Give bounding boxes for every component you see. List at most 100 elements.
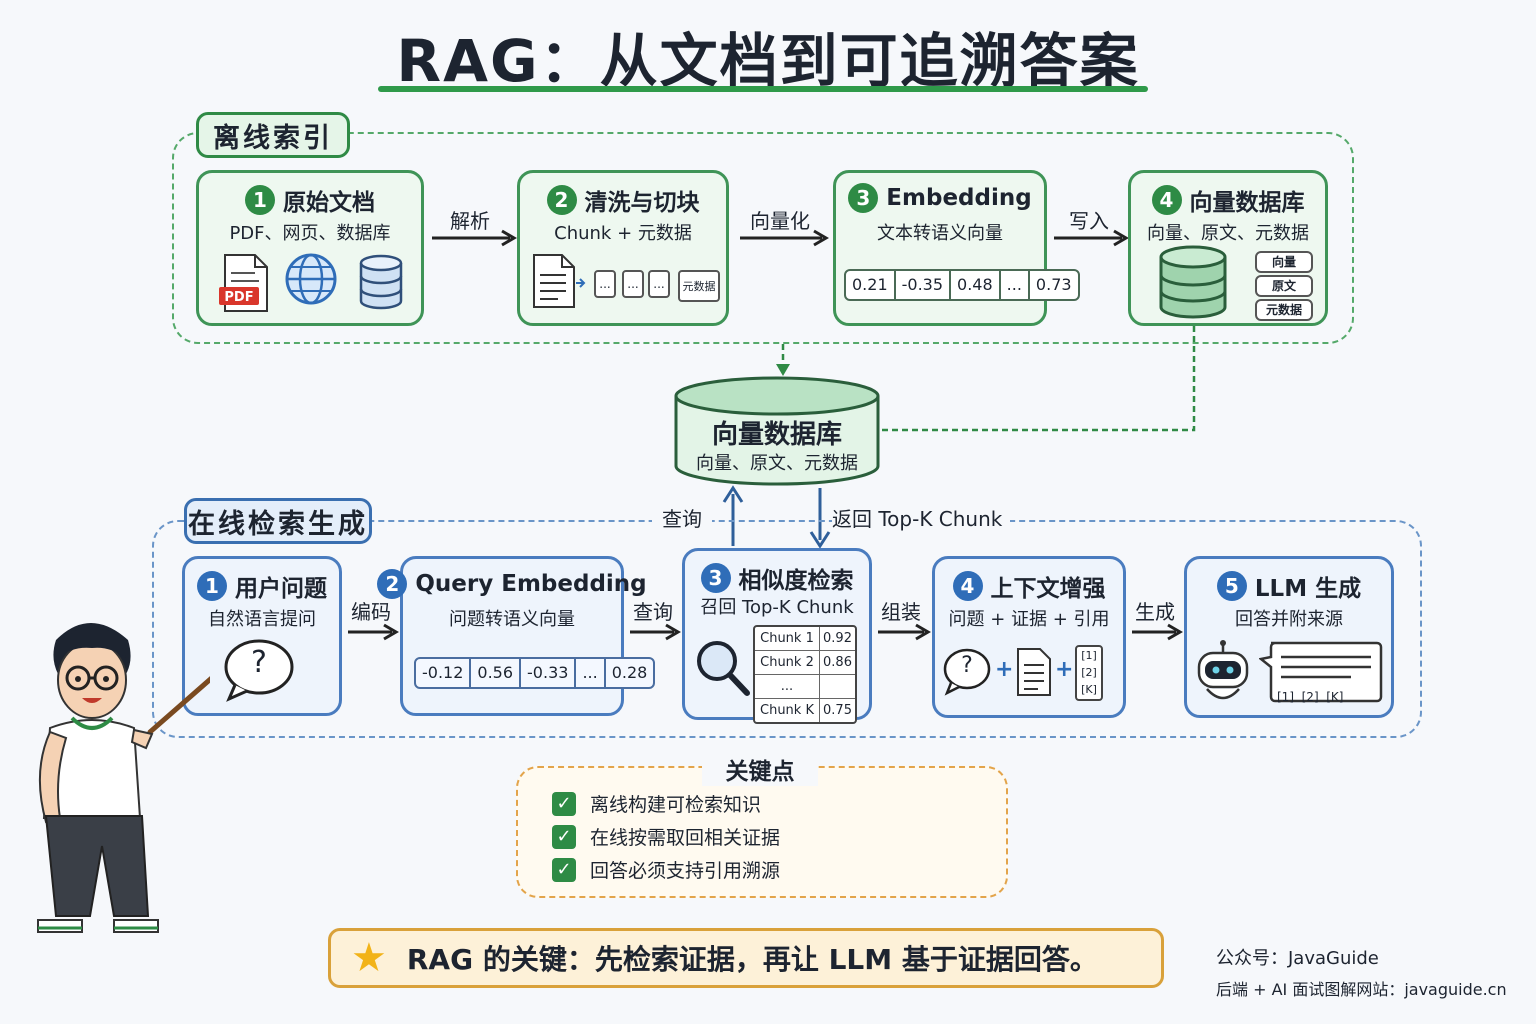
question-mark: ?: [251, 645, 267, 680]
db-tag: 元数据: [1255, 299, 1313, 321]
db-tag: 向量: [1255, 251, 1313, 273]
card-subtitle: 问题 + 证据 + 引用: [948, 609, 1110, 630]
plus-sign: +: [1055, 657, 1074, 682]
card-subtitle: 自然语言提问: [208, 609, 316, 630]
card-title: Embedding: [886, 185, 1032, 211]
title-underline: [378, 86, 1148, 92]
card-title: 用户问题: [235, 576, 327, 602]
card-subtitle: 召回 Top-K Chunk: [700, 597, 854, 618]
arrow-label-parse: 解析: [450, 209, 490, 233]
query-vector: -0.12 0.56 -0.33 ... 0.28: [414, 657, 656, 689]
card-subtitle: PDF、网页、数据库: [229, 223, 391, 244]
arrow-right-icon: [1132, 623, 1183, 641]
arrow-right-icon: [740, 229, 829, 247]
offline-card-raw-docs: 1 原始文档 PDF、网页、数据库 PDF: [196, 170, 424, 326]
speech-bubble-icon: [943, 648, 991, 696]
database-icon: [1159, 245, 1227, 319]
card-title: LLM 生成: [1254, 576, 1362, 602]
arrow-right-icon: [630, 623, 681, 641]
chunk-cell: ...: [648, 270, 670, 298]
arrow-right-icon: [1054, 229, 1129, 247]
arrow-right-icon: [348, 623, 399, 641]
document-icon: [533, 254, 586, 308]
card-title: 上下文增强: [990, 576, 1106, 602]
pdf-label: PDF: [224, 290, 253, 305]
card-subtitle: 回答并附来源: [1235, 609, 1343, 630]
arrow-right-icon: [878, 623, 931, 641]
magnifier-icon: [697, 641, 750, 696]
card-title: Query Embedding: [415, 571, 647, 597]
teacher-character-icon: [37, 623, 210, 933]
step-number: 4: [952, 571, 983, 601]
vector-db-cylinder-icon: [674, 376, 880, 486]
card-title: 原始文档: [283, 190, 375, 216]
vector-value: ...: [576, 659, 606, 687]
step-number: 1: [245, 185, 275, 215]
list-item: ✓在线按需取回相关证据: [552, 823, 780, 850]
arrow-label-assemble: 组装: [881, 600, 921, 624]
arrow-label-write: 写入: [1069, 209, 1109, 233]
pdf-icon: PDF: [219, 254, 268, 312]
online-card-user-question: 1 用户问题 自然语言提问 ?: [182, 556, 342, 716]
card-subtitle: 问题转语义向量: [449, 609, 575, 630]
plus-sign: +: [995, 657, 1014, 682]
arrow-label-generate: 生成: [1135, 600, 1175, 624]
citation-refs: [1] [2] [K]: [1075, 645, 1103, 701]
return-topk-label: 返回 Top-K Chunk: [832, 503, 1010, 532]
footer-website: 后端 + AI 面试图解网站：javaguide.cn: [1216, 980, 1507, 999]
summary-banner: ★ RAG 的关键：先检索证据，再让 LLM 基于证据回答。: [328, 928, 1164, 988]
card-title: 清洗与切块: [584, 190, 700, 216]
arrow-label-vectorize: 向量化: [750, 209, 810, 233]
card-title: 相似度检索: [738, 568, 854, 594]
key-points-title: 关键点: [702, 752, 818, 786]
speech-bubble-icon: [224, 639, 294, 702]
vector-value: ...: [1001, 271, 1030, 299]
vector-value: -0.35: [896, 271, 952, 299]
online-card-llm-generate: 5 LLM 生成 回答并附来源 [1] [2] [K]: [1184, 556, 1394, 718]
vector-value: -0.33: [521, 659, 577, 687]
check-icon: ✓: [552, 824, 576, 849]
offline-section-frame: [172, 132, 1354, 344]
question-mark: ?: [961, 653, 973, 678]
step-number: 3: [848, 183, 879, 213]
chunk-cell: ...: [622, 270, 644, 298]
card-subtitle: 文本转语义向量: [877, 223, 1003, 244]
document-icon: [1017, 648, 1051, 696]
vector-db-title: 向量数据库: [711, 420, 842, 450]
query-db-label: 查询: [652, 503, 712, 532]
db-tag: 原文: [1255, 275, 1313, 297]
page-title: RAG：从文档到可追溯答案: [396, 27, 1140, 95]
step-number: 1: [197, 571, 227, 601]
step-number: 5: [1216, 571, 1247, 601]
step-number: 2: [546, 185, 577, 215]
robot-icon: [1197, 640, 1249, 700]
metadata-tag: 元数据: [678, 270, 720, 302]
vector-value: 0.73: [1035, 275, 1072, 294]
key-points-box: [516, 766, 1008, 898]
list-item: ✓离线构建可检索知识: [552, 790, 761, 817]
arrow-label-encode: 编码: [351, 600, 391, 624]
step-number: 2: [377, 569, 408, 599]
online-section-tag: 在线检索生成: [184, 498, 372, 544]
answer-bubble-icon: [1259, 641, 1383, 703]
table-row: ...: [755, 675, 855, 699]
list-item: ✓回答必须支持引用溯源: [552, 856, 780, 883]
vector-db-subtitle: 向量、原文、元数据: [696, 453, 858, 474]
check-icon: ✓: [552, 857, 576, 882]
star-icon: ★: [351, 935, 387, 981]
arrow-label-query: 查询: [633, 600, 673, 624]
card-subtitle: Chunk + 元数据: [554, 223, 692, 244]
check-icon: ✓: [552, 791, 576, 816]
database-icon: [359, 254, 403, 310]
vector-value: -0.12: [416, 659, 472, 687]
answer-citations: [1] [2] [K]: [1277, 690, 1344, 704]
vector-value: 0.48: [951, 271, 1001, 299]
online-card-context-augment: 4 上下文增强 问题 + 证据 + 引用 ? + + [1] [2] [K]: [932, 556, 1126, 718]
